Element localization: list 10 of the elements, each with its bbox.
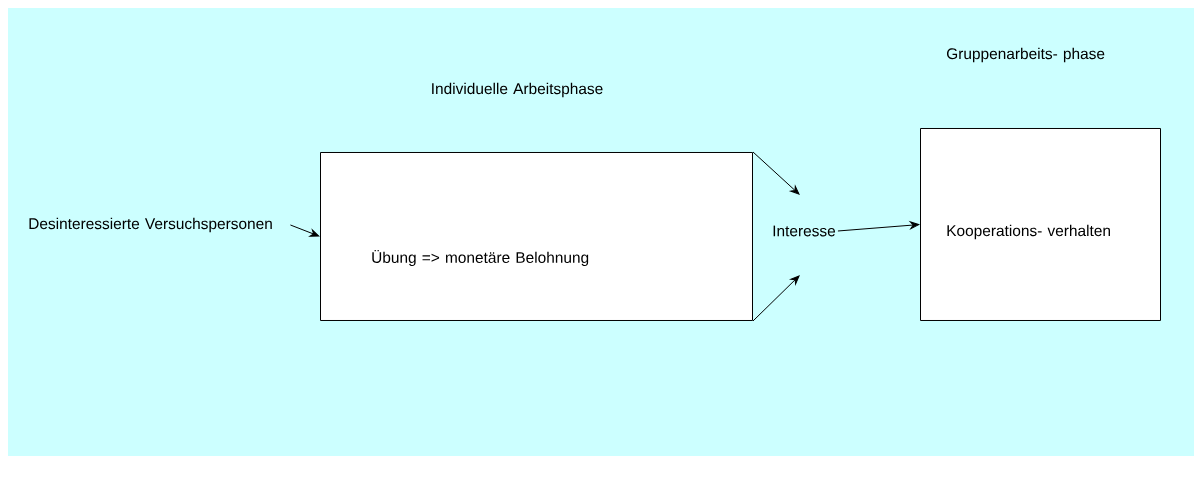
node-text: Desinteressierte Versuchspersonen [29, 217, 272, 233]
box-text: Kooperations- verhalten [947, 224, 1110, 240]
arrow [289, 224, 320, 237]
arrow [752, 151, 800, 195]
phase-heading: Gruppenarbeits- phase [947, 47, 1105, 63]
box-text: Übung => monetäre Belohnung [372, 249, 589, 267]
arrow [752, 275, 800, 322]
node-text: Interesse [773, 225, 836, 237]
arrow [837, 221, 920, 232]
phase-heading: Individuelle Arbeitsphase [432, 82, 603, 98]
